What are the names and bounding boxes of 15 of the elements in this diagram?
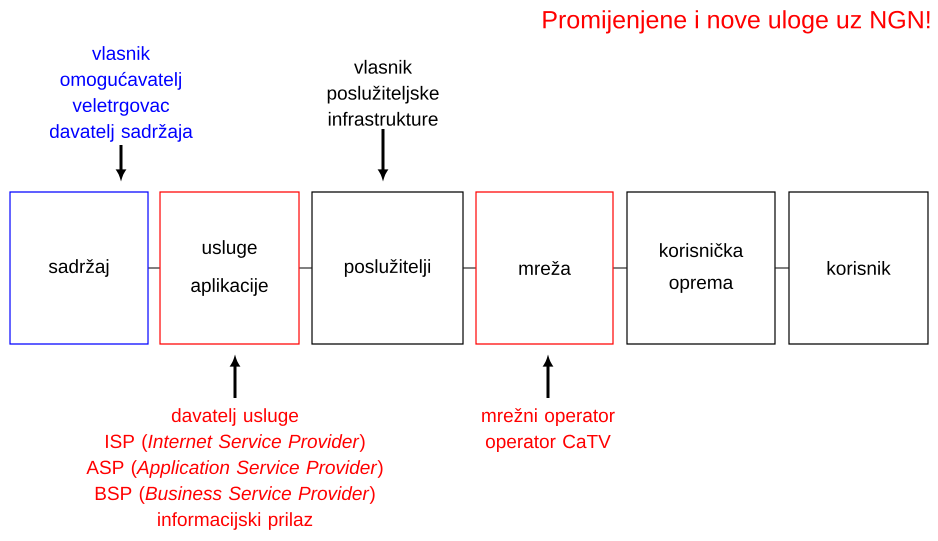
process-box: poslužitelji: [311, 191, 464, 345]
arrow: [378, 129, 388, 178]
arrow: [230, 358, 240, 398]
role-label: vlasnik poslužiteljske infrastrukture: [328, 60, 439, 126]
process-box: korisnik: [788, 191, 929, 345]
role-label: mrežni operator operator CaTV: [482, 408, 615, 452]
arrow: [544, 358, 552, 398]
process-box: korisnička oprema: [626, 191, 776, 345]
arrow: [116, 145, 126, 178]
role-label: vlasnik omogućavatelj veletrgovac davatelj sadržaja: [50, 46, 193, 142]
process-box: sadržaj: [9, 191, 149, 345]
process-box: mreža: [475, 191, 614, 345]
title: Promijenjene i nove uloge uz NGN!: [543, 10, 930, 34]
process-box: usluge aplikacije: [159, 191, 300, 345]
role-label: davatelj usluge ISP (Internet Service Provider) ASP (Application Service Provider) BSP (Business Service Provider) informacijski prilaz: [86, 408, 382, 530]
